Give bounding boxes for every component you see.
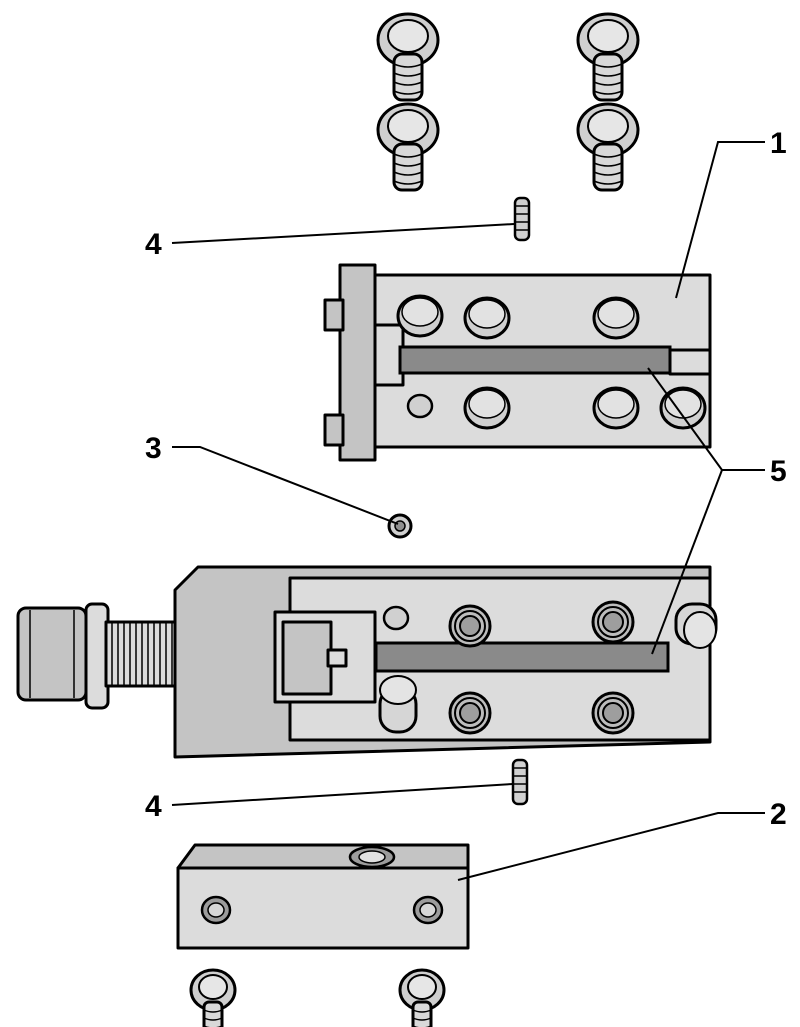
callout-2: 2 — [770, 798, 787, 831]
callout-4-lower: 4 — [145, 790, 162, 823]
pin-upper — [513, 196, 531, 242]
lower-clamp-block — [176, 843, 470, 950]
upper-clamp-plate — [323, 263, 712, 462]
callout-3: 3 — [145, 432, 162, 465]
mounting-bolt-bottom-right — [398, 968, 446, 1027]
lower-clamp-body — [16, 565, 718, 759]
callout-1: 1 — [770, 127, 787, 160]
leader-lines — [171, 141, 765, 881]
mounting-bolt-bottom-left — [189, 968, 237, 1027]
mounting-bolt-top-left-1 — [376, 12, 440, 102]
callout-4-upper: 4 — [145, 228, 162, 261]
mounting-bolt-top-right-1 — [576, 12, 640, 102]
pin-lower — [511, 758, 529, 806]
mounting-bolt-top-left-2 — [376, 102, 440, 192]
callout-5: 5 — [770, 455, 787, 488]
mounting-bolt-top-right-2 — [576, 102, 640, 192]
detent-ball — [387, 513, 413, 539]
